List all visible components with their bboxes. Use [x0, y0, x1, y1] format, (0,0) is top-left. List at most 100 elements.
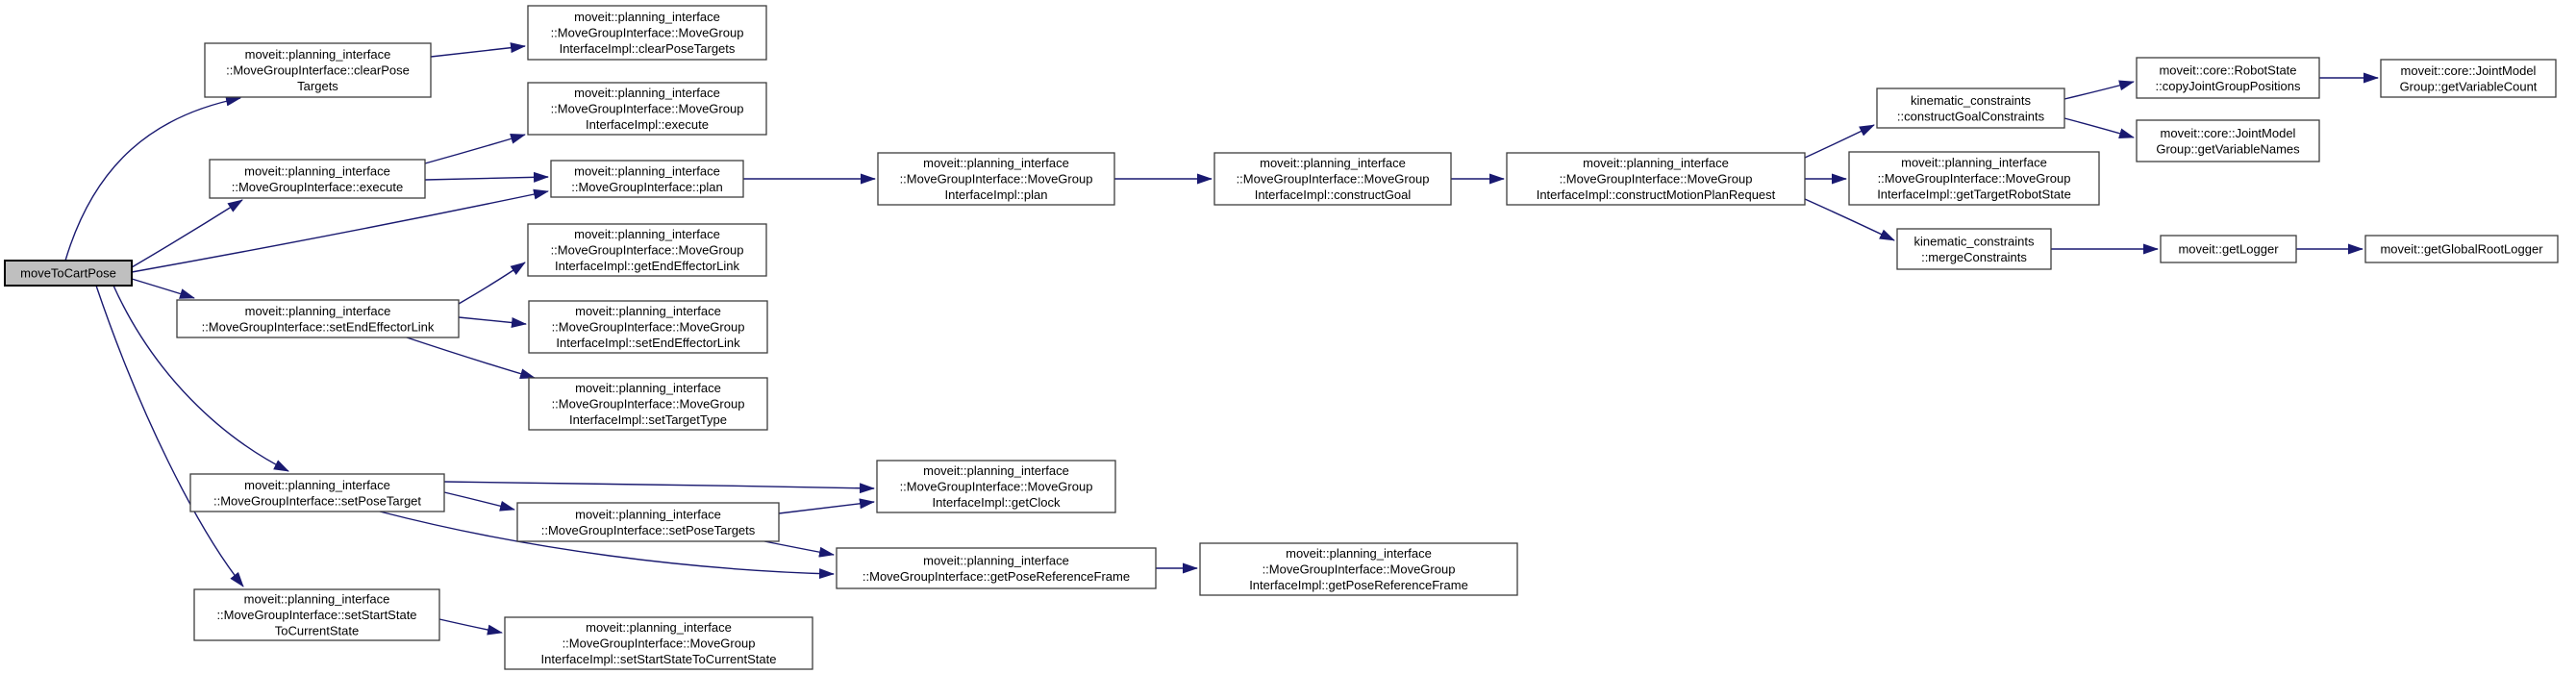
node-label-line: Group::getVariableNames — [2156, 141, 2300, 156]
node-label-line: ::MoveGroupInterface::MoveGroup — [1263, 562, 1456, 577]
node-label-line: ::MoveGroupInterface::MoveGroup — [1237, 172, 1430, 187]
node-label-line: ::MoveGroupInterface::MoveGroup — [552, 397, 745, 412]
node-label: moveit::planning_interface::MoveGroupInt… — [551, 10, 744, 56]
node-label-line: InterfaceImpl::getPoseReferenceFrame — [1249, 578, 1468, 592]
edge-moveToCartPose-to-execute — [131, 199, 243, 268]
node-label-line: moveit::planning_interface — [923, 553, 1069, 567]
node-setPoseTargets[interactable]: moveit::planning_interface::MoveGroupInt… — [516, 502, 780, 542]
node-label-line: moveit::planning_interface — [244, 478, 390, 492]
node-getClock[interactable]: moveit::planning_interface::MoveGroupInt… — [876, 460, 1116, 513]
node-label-line: ToCurrentState — [275, 624, 359, 638]
node-label-line: ::MoveGroupInterface::MoveGroup — [551, 26, 744, 40]
node-label: moveit::planning_interface::MoveGroupInt… — [1537, 156, 1776, 202]
node-impl_setStartStateToCurrentState[interactable]: moveit::planning_interface::MoveGroupInt… — [504, 616, 813, 670]
node-impl_getPoseReferenceFrame[interactable]: moveit::planning_interface::MoveGroupInt… — [1199, 542, 1518, 596]
node-box — [504, 616, 813, 670]
node-constructGoalConstraints[interactable]: kinematic_constraints::constructGoalCons… — [1876, 87, 2065, 129]
node-impl_constructMotionPlanRequest[interactable]: moveit::planning_interface::MoveGroupInt… — [1506, 152, 1806, 206]
node-box — [550, 160, 744, 198]
node-label: moveit::planning_interface::MoveGroupInt… — [552, 381, 745, 427]
node-impl_constructGoal[interactable]: moveit::planning_interface::MoveGroupInt… — [1213, 152, 1452, 206]
node-getLogger[interactable]: moveit::getLogger — [2160, 235, 2297, 263]
node-box — [1213, 152, 1452, 206]
node-getGlobalRootLogger[interactable]: moveit::getGlobalRootLogger — [2364, 235, 2559, 263]
node-label-line: moveit::planning_interface — [575, 507, 721, 521]
edge-execute-to-plan — [424, 171, 549, 183]
edge-constructGoalConstraints-to-getVariableNames — [2063, 117, 2135, 139]
node-label-line: InterfaceImpl::plan — [945, 187, 1048, 202]
node-box — [1876, 87, 2065, 129]
node-execute[interactable]: moveit::planning_interface::MoveGroupInt… — [209, 159, 426, 199]
node-label-line: ::MoveGroupInterface::MoveGroup — [1560, 172, 1753, 187]
edge-impl_constructMotionPlanRequest-to-mergeConstraints — [1804, 198, 1895, 241]
node-label-line: ::MoveGroupInterface::getPoseReferenceFr… — [863, 569, 1130, 584]
node-impl_setEndEffectorLink[interactable]: moveit::planning_interface::MoveGroupInt… — [528, 300, 768, 354]
node-plan[interactable]: moveit::planning_interface::MoveGroupInt… — [550, 160, 744, 198]
node-label-line: moveit::planning_interface — [1583, 156, 1729, 170]
node-box — [193, 588, 440, 641]
node-getTargetRobotState[interactable]: moveit::planning_interface::MoveGroupInt… — [1848, 151, 2100, 206]
node-label-line: moveit::planning_interface — [575, 304, 721, 318]
node-label: moveit::planning_interface::MoveGroupInt… — [571, 163, 723, 194]
node-label: moveit::planning_interface::MoveGroupInt… — [551, 227, 744, 273]
node-box — [876, 460, 1116, 513]
node-label: moveit::planning_interface::MoveGroupInt… — [863, 553, 1130, 584]
node-label-line: ::MoveGroupInterface::MoveGroup — [551, 243, 744, 258]
node-label-line: moveit::planning_interface — [1260, 156, 1406, 170]
node-label: moveit::getLogger — [2178, 242, 2279, 257]
edge-setStartStateToCurrentState-to-impl_setStartStateToCurrentState — [438, 618, 503, 636]
edge-constructGoalConstraints-to-copyJointGroupPositions — [2063, 80, 2135, 100]
node-label-line: kinematic_constraints — [1914, 234, 2035, 248]
node-getPoseReferenceFrame[interactable]: moveit::planning_interface::MoveGroupInt… — [836, 547, 1157, 589]
node-label: moveit::planning_interface::MoveGroupInt… — [900, 156, 1093, 202]
node-impl_execute[interactable]: moveit::planning_interface::MoveGroupInt… — [527, 82, 767, 136]
node-label-line: moveit::planning_interface — [245, 304, 391, 318]
node-label: moveit::planning_interface::MoveGroupInt… — [900, 463, 1093, 510]
node-label-line: moveit::planning_interface — [574, 227, 720, 241]
node-impl_plan[interactable]: moveit::planning_interface::MoveGroupInt… — [877, 152, 1115, 206]
edge-setEndEffectorLink-to-impl_setEndEffectorLink — [458, 316, 527, 328]
edge-setPoseTarget-to-getPoseReferenceFrame — [379, 511, 835, 580]
node-box — [204, 42, 432, 98]
node-label-line: moveit::planning_interface — [923, 156, 1069, 170]
node-setPoseTarget[interactable]: moveit::planning_interface::MoveGroupInt… — [189, 473, 445, 512]
node-label-line: moveit::getGlobalRootLogger — [2380, 242, 2543, 257]
node-label-line: InterfaceImpl::constructMotionPlanReques… — [1537, 187, 1776, 202]
node-impl_getEndEffectorLink[interactable]: moveit::planning_interface::MoveGroupInt… — [527, 223, 767, 277]
node-setEndEffectorLink[interactable]: moveit::planning_interface::MoveGroupInt… — [176, 299, 460, 338]
node-label-line: moveit::getLogger — [2178, 242, 2279, 257]
node-label-line: ::constructGoalConstraints — [1897, 109, 2045, 123]
node-label: moveit::planning_interface::MoveGroupInt… — [213, 478, 421, 509]
node-label-line: Targets — [297, 79, 338, 93]
node-box — [2380, 59, 2557, 98]
node-box — [1896, 228, 2052, 270]
node-clearPoseTargets[interactable]: moveit::planning_interface::MoveGroupInt… — [204, 42, 432, 98]
node-impl_clearPoseTargets[interactable]: moveit::planning_interface::MoveGroupInt… — [527, 5, 767, 61]
node-label-line: Group::getVariableCount — [2400, 79, 2538, 93]
edge-setEndEffectorLink-to-impl_setTargetType — [403, 336, 536, 380]
edge-moveToCartPose-to-clearPoseTargets — [64, 95, 241, 262]
node-label-line: ::MoveGroupInterface::setPoseTargets — [541, 523, 756, 537]
node-label-line: InterfaceImpl::getClock — [933, 495, 1061, 510]
node-box — [516, 502, 780, 542]
node-mergeConstraints[interactable]: kinematic_constraints::mergeConstraints — [1896, 228, 2052, 270]
node-label: moveit::planning_interface::MoveGroupInt… — [1237, 156, 1430, 202]
node-label-line: moveit::planning_interface — [574, 10, 720, 24]
node-impl_setTargetType[interactable]: moveit::planning_interface::MoveGroupInt… — [528, 377, 768, 431]
node-setStartStateToCurrentState[interactable]: moveit::planning_interface::MoveGroupInt… — [193, 588, 440, 641]
node-box — [2136, 119, 2320, 162]
node-label: moveToCartPose — [20, 266, 116, 281]
edge-moveToCartPose-to-setPoseTarget — [113, 285, 289, 472]
node-copyJointGroupPositions[interactable]: moveit::core::RobotState::copyJointGroup… — [2136, 57, 2320, 99]
edge-impl_constructMotionPlanRequest-to-constructGoalConstraints — [1804, 124, 1875, 159]
node-label-line: InterfaceImpl::getEndEffectorLink — [555, 259, 739, 273]
node-moveToCartPose: moveToCartPose — [4, 260, 133, 287]
node-label-line: kinematic_constraints — [1911, 93, 2031, 108]
node-label-line: moveit::planning_interface — [245, 47, 391, 62]
node-label-line: ::MoveGroupInterface::MoveGroup — [551, 102, 744, 116]
